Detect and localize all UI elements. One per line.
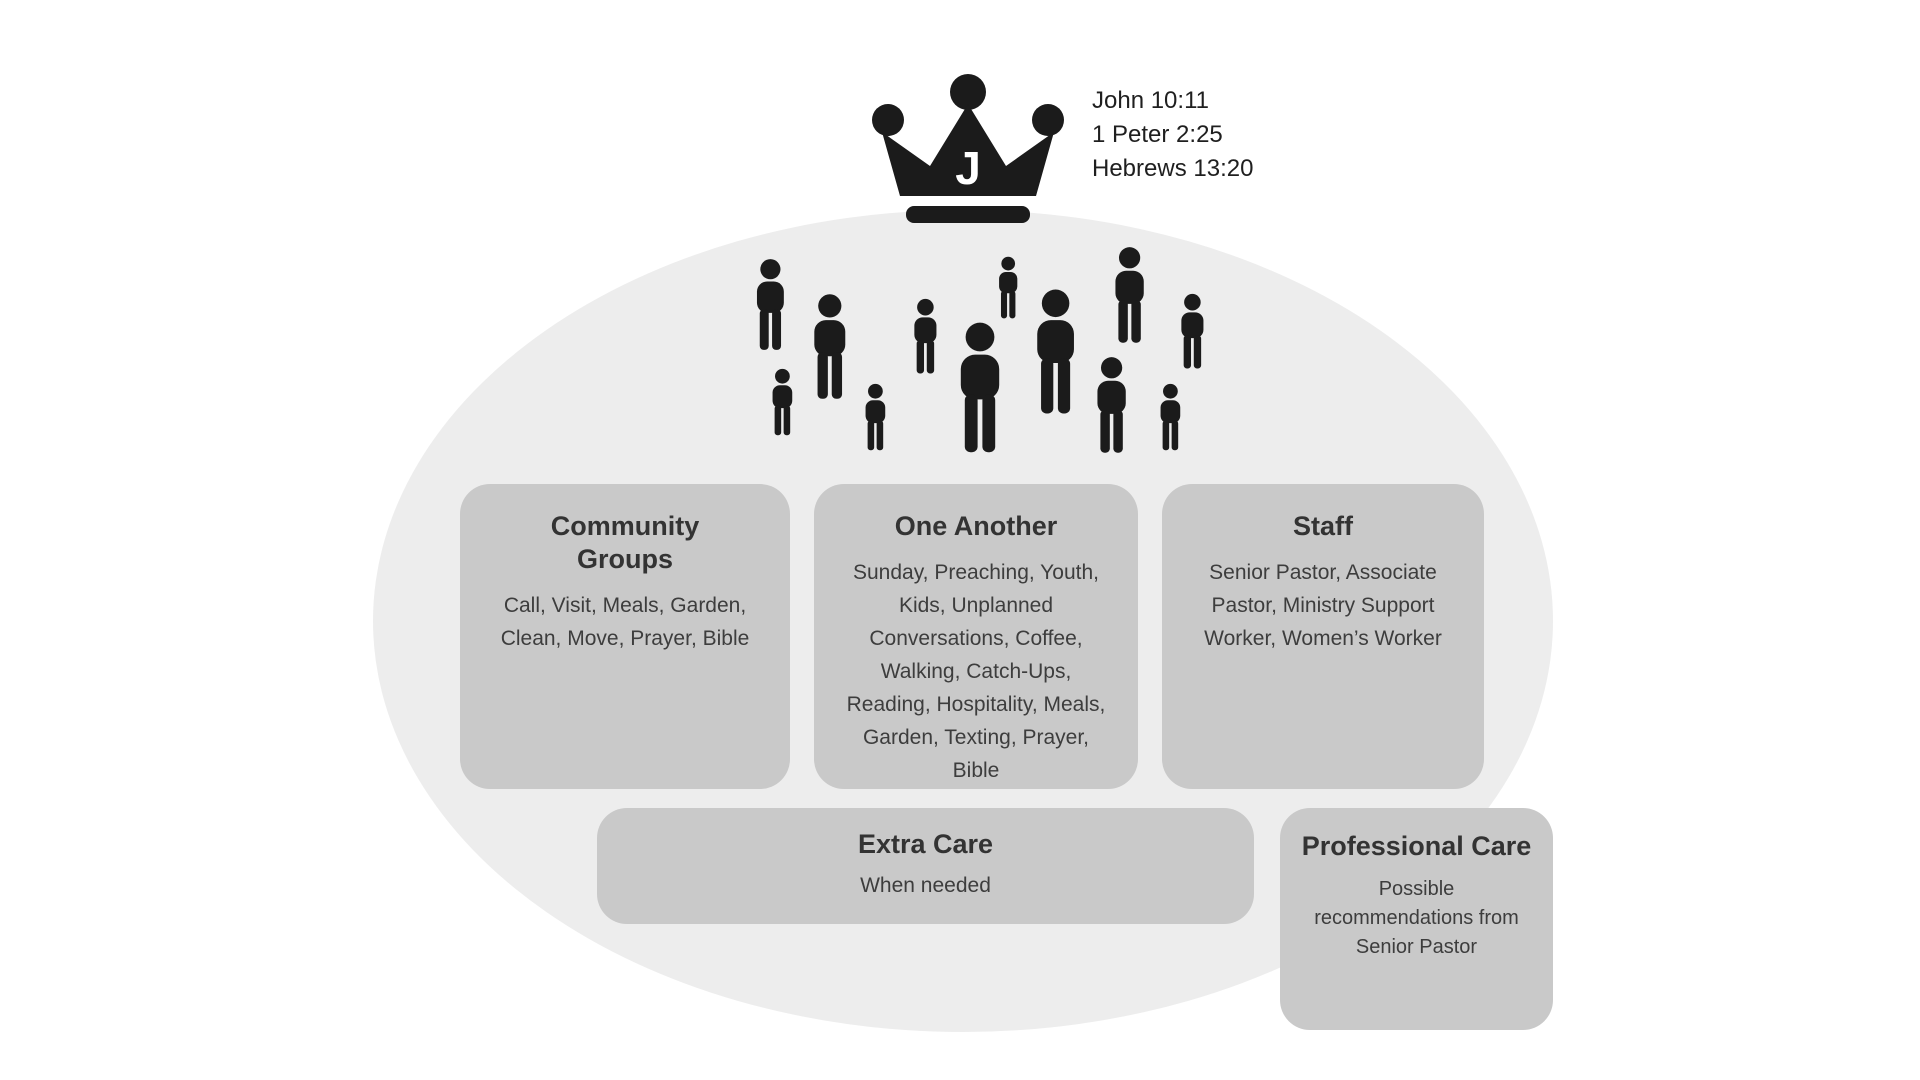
person-icon bbox=[999, 256, 1018, 319]
card-extra-care: Extra Care When needed bbox=[597, 808, 1254, 924]
card-extra-care-body: When needed bbox=[860, 874, 991, 897]
person-icon bbox=[772, 368, 793, 436]
card-community-groups: Community Groups Call, Visit, Meals, Gar… bbox=[460, 484, 790, 789]
scripture-references: John 10:11 1 Peter 2:25 Hebrews 13:20 bbox=[1092, 84, 1253, 186]
person-icon bbox=[1115, 247, 1144, 343]
scripture-line: John 10:11 bbox=[1092, 87, 1209, 114]
scripture-line: 1 Peter 2:25 bbox=[1092, 121, 1223, 148]
person-icon bbox=[914, 298, 937, 374]
person-icon bbox=[1181, 293, 1204, 369]
crown-letter: J bbox=[955, 142, 981, 194]
card-one-another-body: Sunday, Preaching, Youth, Kids, Unplanne… bbox=[846, 561, 1106, 782]
scripture-line: Hebrews 13:20 bbox=[1092, 155, 1254, 182]
card-staff: Staff Senior Pastor, Associate Pastor, M… bbox=[1162, 484, 1484, 789]
person-icon bbox=[756, 259, 784, 350]
card-staff-title: Staff bbox=[1293, 511, 1353, 541]
card-extra-care-title: Extra Care bbox=[857, 829, 994, 859]
card-community-groups-title: Community Groups bbox=[550, 511, 700, 574]
card-one-another-title: One Another bbox=[894, 511, 1058, 541]
person-icon bbox=[1037, 289, 1074, 414]
card-professional-care-title: Professional Care bbox=[1301, 831, 1532, 861]
card-professional-care: Professional Care Possible recommendatio… bbox=[1280, 808, 1553, 1030]
card-staff-body: Senior Pastor, Associate Pastor, Ministr… bbox=[1204, 561, 1442, 650]
person-icon bbox=[1160, 383, 1181, 451]
congregation-people-icons bbox=[756, 247, 1204, 453]
person-icon bbox=[1097, 357, 1126, 453]
person-icon bbox=[865, 383, 886, 451]
card-one-another: One Another Sunday, Preaching, Youth, Ki… bbox=[814, 484, 1138, 789]
card-community-groups-body: Call, Visit, Meals, Garden, Clean, Move,… bbox=[500, 594, 750, 650]
person-icon bbox=[960, 322, 1000, 453]
crown-icon: J bbox=[872, 74, 1064, 223]
person-icon bbox=[814, 294, 846, 399]
card-professional-care-body: Possible recommendations from Senior Pas… bbox=[1314, 878, 1519, 958]
